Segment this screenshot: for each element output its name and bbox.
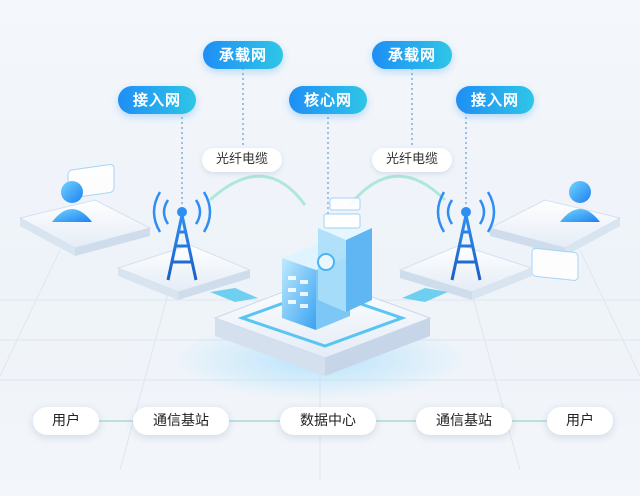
flow-step-data-center: 数据中心: [280, 407, 376, 435]
fiber-arc-left: [208, 174, 307, 206]
flow-step-user-left: 用户: [33, 407, 99, 435]
signal-tower-icon: [436, 191, 496, 281]
signal-tower-icon: [152, 191, 212, 281]
core-network-label: 核心网: [289, 86, 367, 114]
data-center-platform: [170, 197, 470, 400]
user-platform-right: [488, 181, 622, 281]
flow-step-user-right: 用户: [547, 407, 613, 435]
fiber-cable-label-right: 光纤电缆: [372, 148, 452, 172]
fiber-arc-right: [348, 174, 447, 206]
tower-platform-left: [116, 191, 258, 302]
user-platform-left: [18, 163, 152, 256]
data-center-icon: [282, 197, 372, 330]
bearer-network-label-right: 承载网: [372, 41, 452, 69]
bearer-network-label-left: 承载网: [203, 41, 283, 69]
fiber-cable-label-left: 光纤电缆: [202, 148, 282, 172]
user-icon: [52, 181, 92, 222]
user-icon: [560, 181, 600, 222]
dotted-connectors: [181, 68, 467, 225]
access-network-label-right: 接入网: [456, 86, 534, 114]
flow-step-base-station-left: 通信基站: [133, 407, 229, 435]
flow-step-base-station-right: 通信基站: [416, 407, 512, 435]
access-network-label-left: 接入网: [118, 86, 196, 114]
tower-platform-right: [398, 191, 534, 302]
